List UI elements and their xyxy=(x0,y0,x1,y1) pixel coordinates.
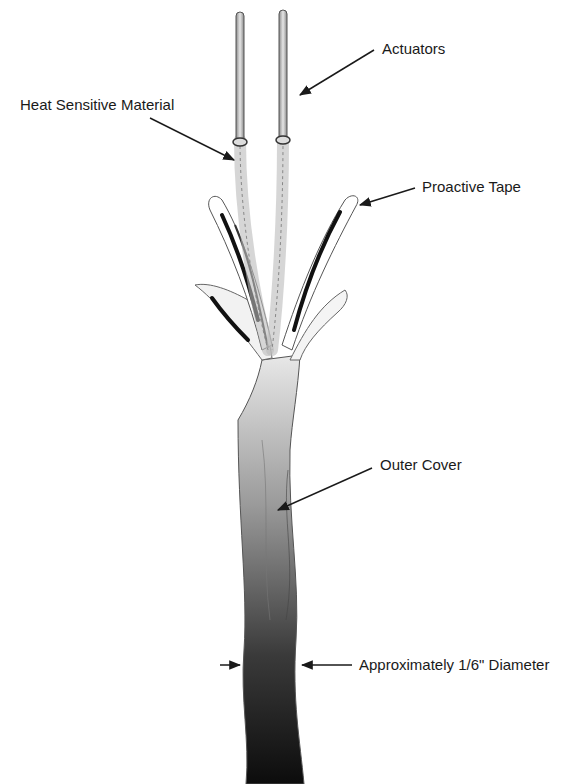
part-label: Heat Sensitive Material xyxy=(18,96,176,113)
leader-line xyxy=(150,118,234,160)
part-label: Outer Cover xyxy=(378,456,464,473)
leader-line xyxy=(360,188,415,205)
dimension-arrow xyxy=(302,664,352,666)
dimension-arrow xyxy=(220,664,240,666)
part-label: Actuators xyxy=(380,40,447,57)
leader-line xyxy=(300,50,374,95)
dimension-label: Approximately 1/6" Diameter xyxy=(357,656,551,673)
leader-line xyxy=(278,468,372,510)
part-label: Proactive Tape xyxy=(420,178,523,195)
